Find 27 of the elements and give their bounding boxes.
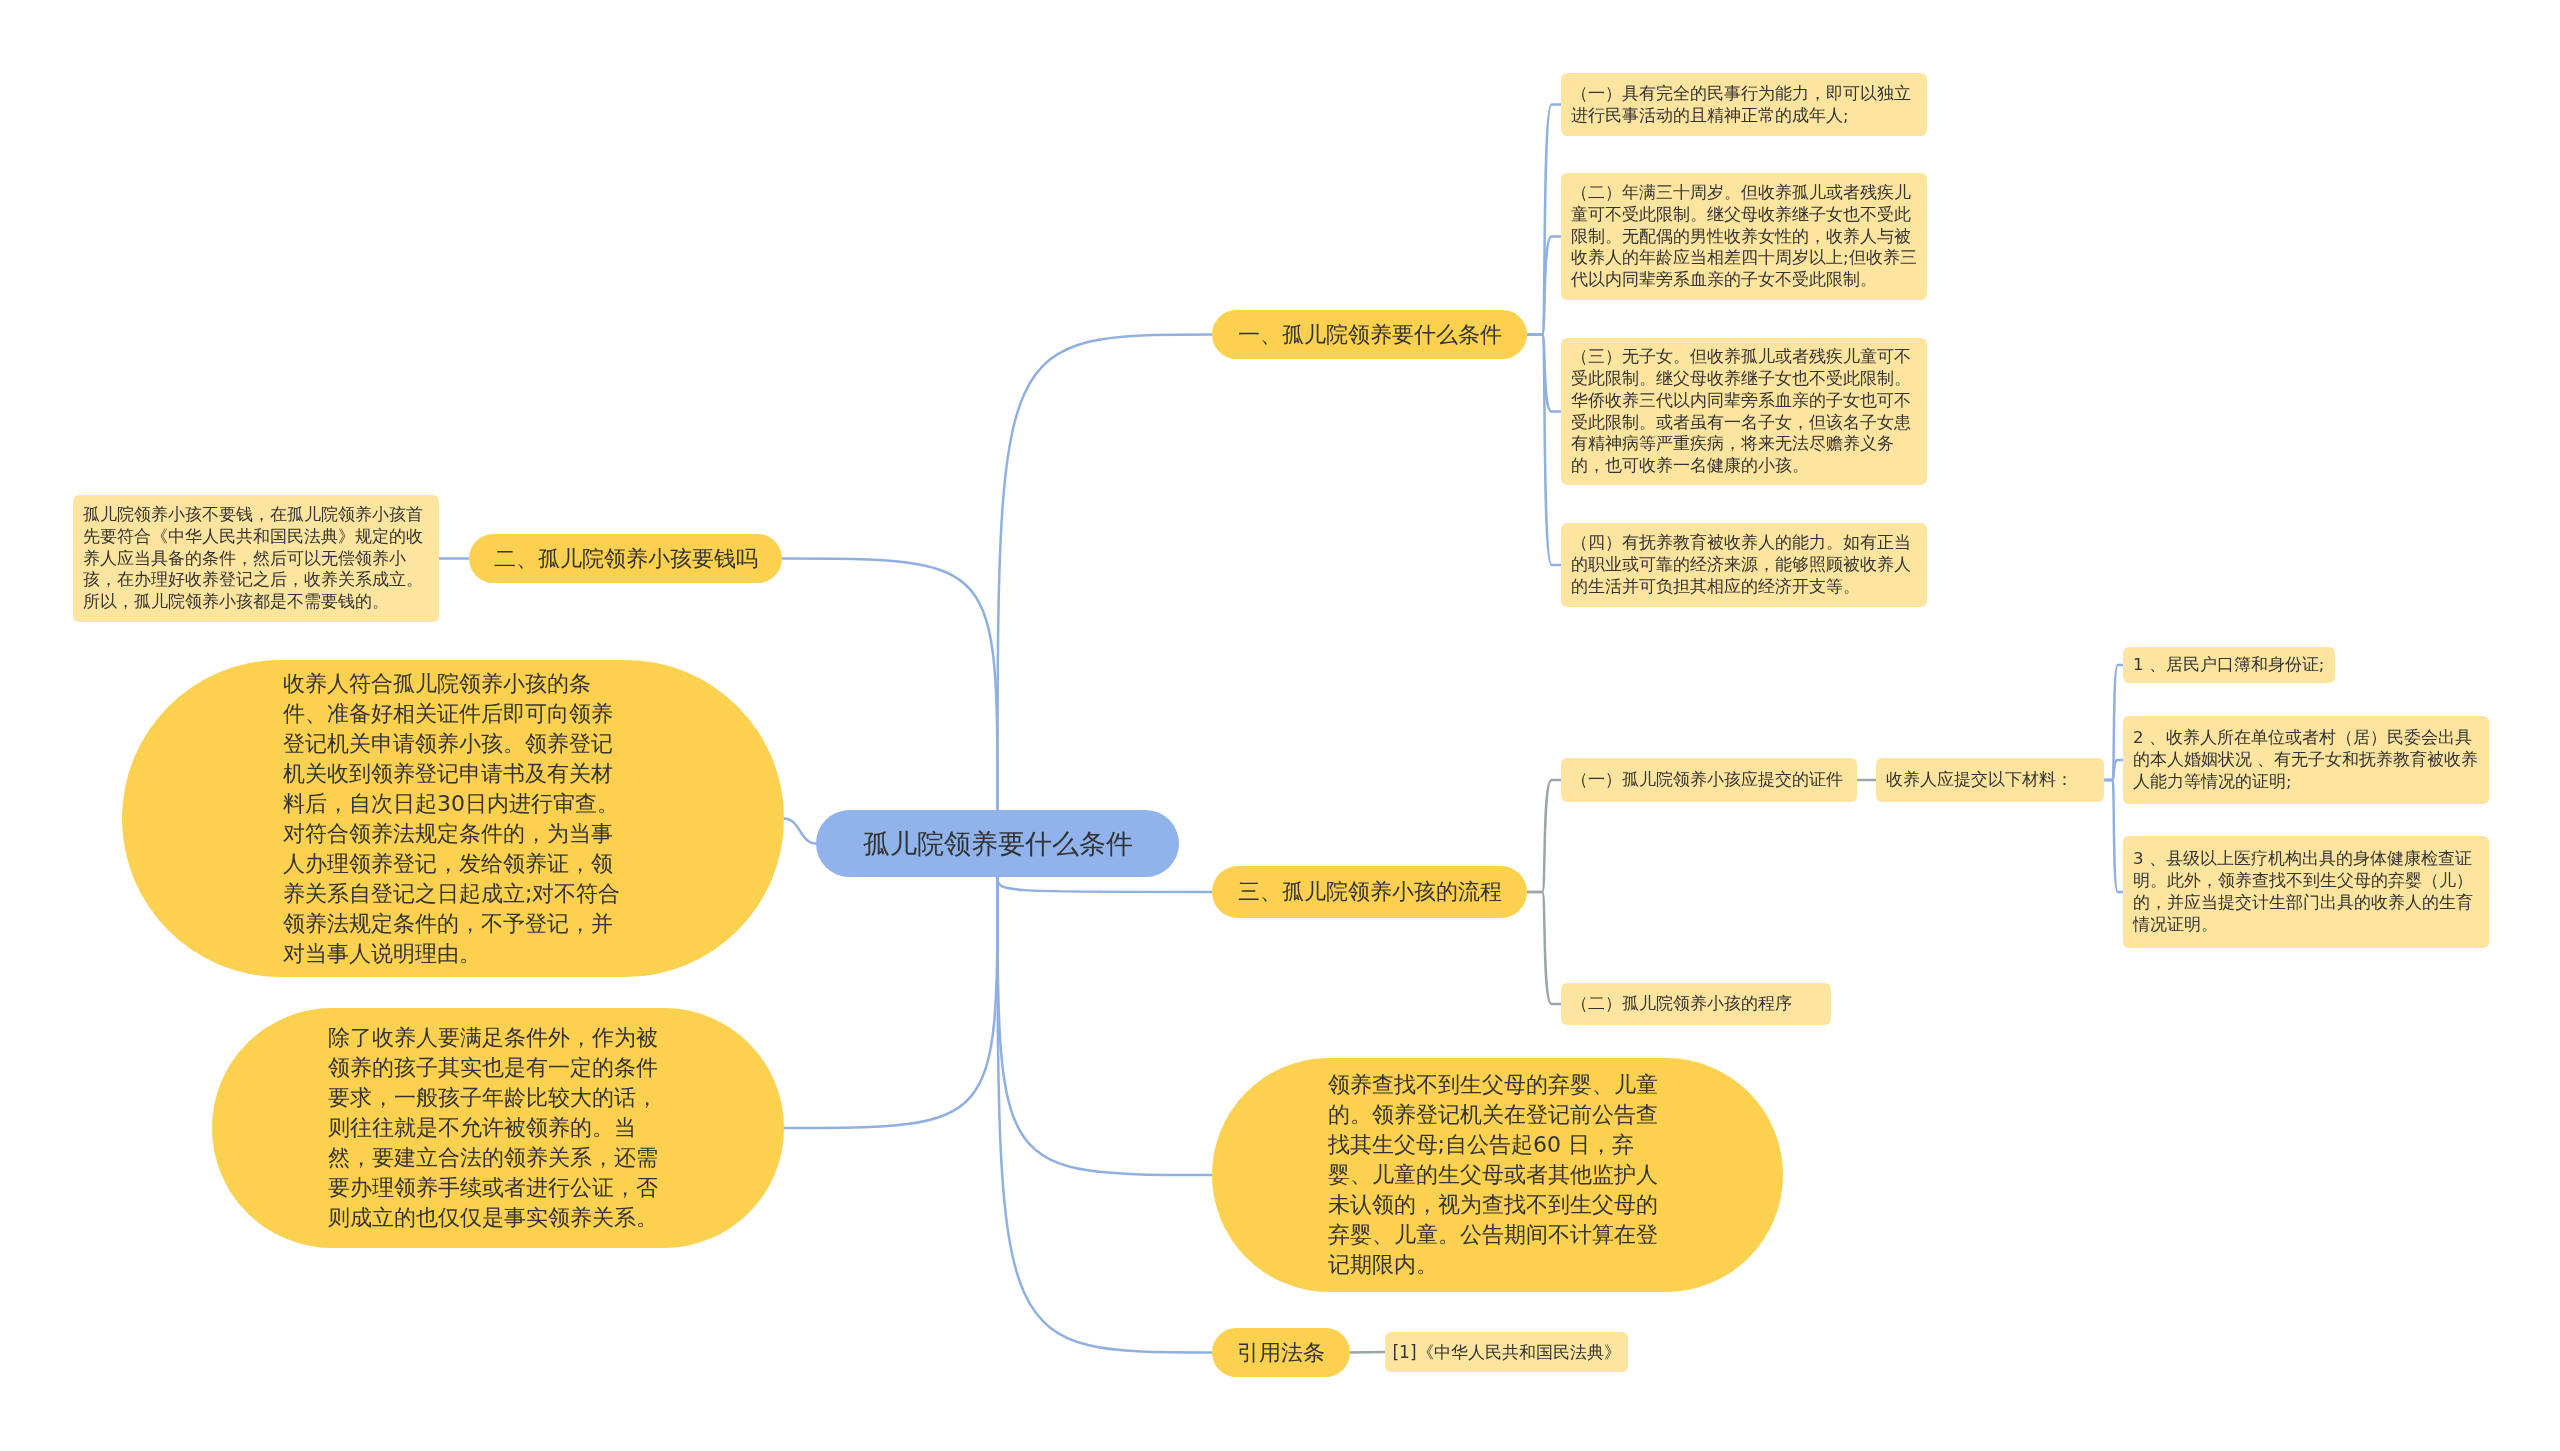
central-topic: 孤儿院领养要什么条件 (816, 810, 1179, 877)
text-card: 孤儿院领养小孩不要钱，在孤儿院领养小孩首先要符合《中华人民共和国民法典》规定的收养人应当具备的条件，然后可以无偿领养小孩，在办理好收养登记之后，收养关系成立。所以，孤儿院领养小孩都是不需要钱的。 (73, 495, 439, 622)
connector-line (1857, 778, 1876, 782)
connector-line (1350, 1350, 1385, 1354)
connector-line (439, 557, 469, 560)
branch-topic: 引用法条 (1212, 1328, 1350, 1377)
text-card: （一）孤儿院领养小孩应提交的证件 (1561, 758, 1857, 802)
connector-line (783, 817, 817, 845)
branch-topic: 二、孤儿院领养小孩要钱吗 (469, 534, 782, 583)
connector-line (1527, 333, 1561, 567)
text-card: 1 、居民户口簿和身份证; (2123, 647, 2335, 683)
text-card: 3 、县级以上医疗机构出具的身体健康检查证明。此外，领养查找不到生父母的弃婴（儿）的，并应当提交计生部门出具的收养人的生育情况证明。 (2123, 836, 2489, 948)
connector-line (2104, 778, 2123, 894)
branch-topic: 一、孤儿院领养要什么条件 (1212, 310, 1527, 359)
text-card: （二）年满三十周岁。但收养孤儿或者残疾儿童可不受此限制。继父母收养继子女也不受此限制。无配偶的男性收养女性的，收养人与被收养人的年龄应当相差四十周岁以上;但收养三代以内同辈旁系血亲的子女不受此限制。 (1561, 173, 1927, 300)
connector-line (782, 557, 999, 810)
text-card: （三）无子女。但收养孤儿或者残疾儿童可不受此限制。继父母收养继子女也不受此限制。华侨收养三代以内同辈旁系血亲的子女也可不受此限制。或者虽有一名子女，但该名子女患有精神病等严重疾病，将来无法尽赡养义务的，也可收养一名健康的小孩。 (1561, 338, 1927, 485)
branch-topic: 三、孤儿院领养小孩的流程 (1212, 866, 1527, 918)
text-bubble: 除了收养人要满足条件外，作为被领养的孩子其实也是有一定的条件要求，一般孩子年龄比较大的话，则往往就是不允许被领养的。当然，要建立合法的领养关系，还需要办理领养手续或者进行公证，否则成立的也仅仅是事实领养关系。 (212, 1008, 784, 1248)
text-card: （二）孤儿院领养小孩的程序 (1561, 983, 1831, 1025)
text-card: （四）有抚养教育被收养人的能力。如有正当的职业或可靠的经济来源，能够照顾被收养人的生活并可负担其相应的经济开支等。 (1561, 523, 1927, 607)
text-card: 收养人应提交以下材料： (1876, 758, 2104, 802)
text-card: 2 、收养人所在单位或者村（居）民委会出具的本人婚姻状况 、有无子女和抚养教育被收养人能力等情况的证明; (2123, 716, 2489, 804)
text-bubble: 收养人符合孤儿院领养小孩的条件、准备好相关证件后即可向领养登记机关申请领养小孩。领养登记机关收到领养登记申请书及有关材料后，自次日起30日内进行审查。对符合领养法规定条件的，为当事人办理领养登记，发给领养证，领养关系自登记之日起成立;对不符合领养法规定条件的，不予登记，并对当事人说明理由。 (122, 660, 784, 977)
text-bubble: 领养查找不到生父母的弃婴、儿童的。领养登记机关在登记前公告查找其生父母;自公告起60 日，弃婴、儿童的生父母或者其他监护人未认领的，视为查找不到生父母的弃婴、儿童。公告期间不计算在登记期限内。 (1212, 1058, 1783, 1292)
text-card: （一）具有完全的民事行为能力，即可以独立进行民事活动的且精神正常的成年人; (1561, 73, 1927, 136)
reference-card: [1]《中华人民共和国民法典》 (1385, 1332, 1628, 1372)
